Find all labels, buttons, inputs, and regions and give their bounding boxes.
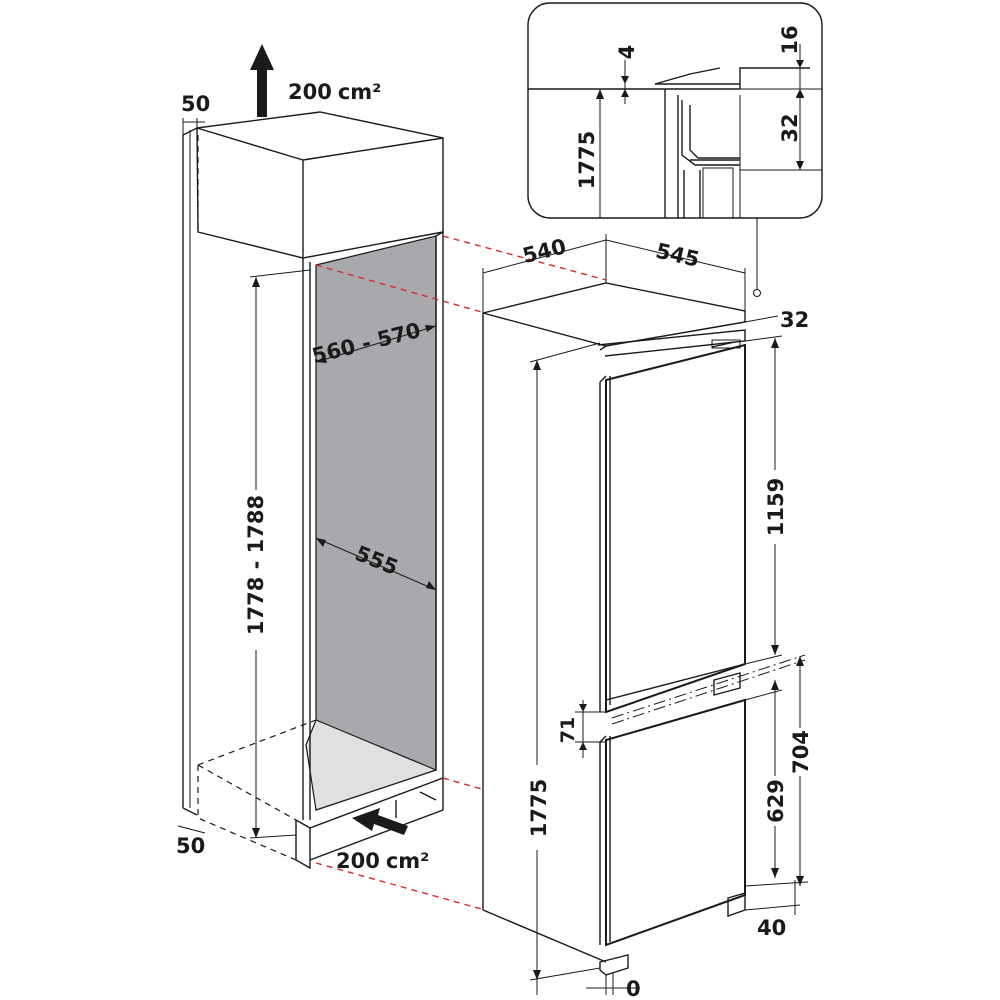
upper-door — [605, 343, 746, 714]
airflow-bottom-unit: cm² — [386, 849, 430, 873]
airflow-top-unit: cm² — [338, 80, 382, 104]
airflow-bottom-value: 200 — [336, 849, 380, 873]
appliance-height: 1775 — [527, 779, 551, 837]
appliance-lower-section: 704 — [789, 730, 813, 774]
appliance-upper-door: 1159 — [764, 478, 788, 536]
appliance-depth: 545 — [654, 239, 702, 272]
detail-dim-4: 4 — [615, 45, 639, 60]
appliance-width: 540 — [520, 234, 568, 268]
lower-door — [605, 698, 746, 947]
detail-dim-1775: 1775 — [575, 131, 599, 189]
airflow-top-value: 200 — [288, 80, 332, 104]
appliance-floor-gap: 0 — [626, 977, 641, 1000]
detail-inset: 16 4 1775 32 — [527, 2, 823, 219]
appliance: 540 545 32 1775 1159 71 — [482, 234, 813, 1000]
niche-gap-top: 50 — [181, 92, 210, 116]
niche-gap-bottom: 50 — [176, 834, 205, 858]
airflow-in-arrow — [352, 808, 408, 835]
appliance-plinth: 40 — [757, 916, 786, 940]
appliance-lower-door: 629 — [764, 779, 788, 823]
detail-dim-16: 16 — [778, 25, 802, 54]
niche-height: 1778 - 1788 — [244, 495, 268, 635]
detail-dim-32: 32 — [778, 113, 802, 142]
detail-frame — [527, 2, 823, 219]
appliance-door-gap: 71 — [557, 717, 579, 743]
airflow-up-arrow — [250, 44, 274, 117]
appliance-top-gap: 32 — [780, 308, 809, 332]
